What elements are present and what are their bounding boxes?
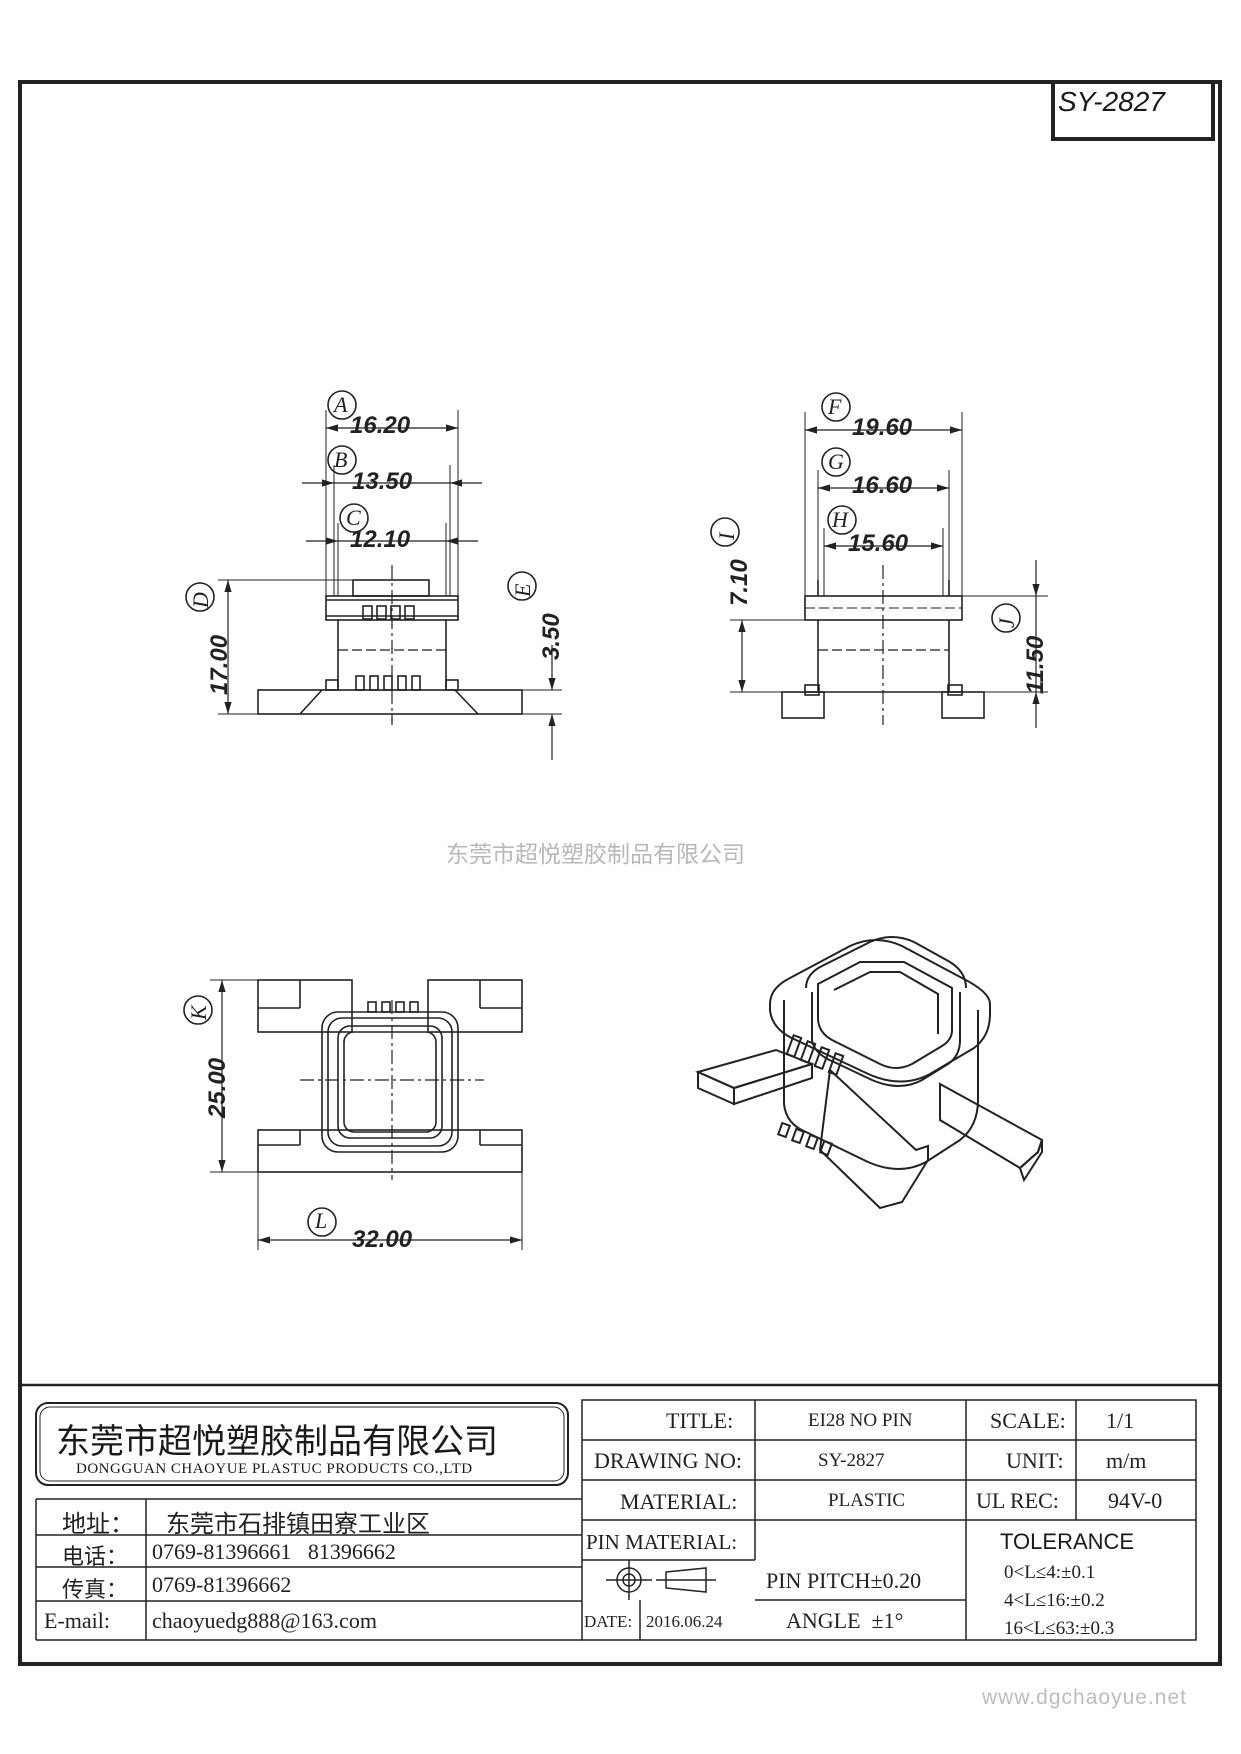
- side-view: [710, 392, 1048, 728]
- dim-J-value: 11.50: [1022, 635, 1049, 694]
- dim-E-value: 3.50: [538, 613, 565, 660]
- dim-F-value: 19.60: [852, 414, 913, 441]
- angle-tolerance: ANGLE ±1°: [786, 1608, 904, 1633]
- title-label: TITLE:: [666, 1408, 734, 1433]
- balloon-E: E: [510, 583, 535, 597]
- balloon-H: H: [832, 507, 848, 532]
- isometric-view: [695, 936, 1044, 1210]
- dim-B-value: 13.50: [352, 468, 413, 495]
- ul-rec-value: 94V-0: [1108, 1488, 1163, 1513]
- date-value: 2016.06.24: [646, 1612, 723, 1631]
- tolerance-line-2: 4<L≤16:±0.2: [1004, 1590, 1105, 1611]
- watermark: 东莞市超悦塑胶制品有限公司: [446, 841, 745, 867]
- address-value: 东莞市石排镇田寮工业区: [166, 1512, 430, 1538]
- email-label: E-mail:: [44, 1608, 110, 1633]
- drawing-code-box: [1051, 80, 1215, 141]
- title-value: EI28 NO PIN: [808, 1410, 913, 1431]
- dim-C-value: 12.10: [350, 526, 411, 553]
- scale-value: 1/1: [1106, 1408, 1135, 1433]
- balloon-C: C: [346, 505, 361, 530]
- material-label: MATERIAL:: [620, 1489, 738, 1514]
- email-value: chaoyuedg888@163.com: [152, 1608, 377, 1633]
- unit-label: UNIT:: [1006, 1448, 1064, 1473]
- balloon-A: A: [334, 392, 348, 417]
- fax-value: 0769-81396662: [152, 1572, 292, 1597]
- title-block: [35, 1399, 1197, 1641]
- address-label: 地址：: [62, 1512, 134, 1538]
- company-name-cn: 东莞市超悦塑胶制品有限公司: [56, 1424, 498, 1461]
- material-value: PLASTIC: [828, 1490, 906, 1511]
- drawing-code: SY-2827: [1058, 86, 1165, 117]
- tel-label: 电话：: [62, 1544, 129, 1569]
- fax-label: 传真：: [62, 1577, 129, 1602]
- scale-label: SCALE:: [990, 1408, 1066, 1433]
- balloon-J: J: [994, 618, 1019, 628]
- top-view: [183, 979, 523, 1250]
- tolerance-label: TOLERANCE: [1000, 1529, 1135, 1554]
- balloon-K: K: [186, 1005, 211, 1020]
- ul-rec-label: UL REC:: [976, 1488, 1059, 1513]
- pin-pitch: PIN PITCH±0.20: [766, 1568, 922, 1593]
- tolerance-line-1: 0<L≤4:±0.1: [1004, 1562, 1096, 1583]
- tolerance-line-3: 16<L≤63:±0.3: [1004, 1618, 1115, 1639]
- balloon-F: F: [828, 394, 842, 419]
- drawing-no-value: SY-2827: [818, 1450, 885, 1471]
- dim-D-value: 17.00: [206, 634, 233, 695]
- dim-H-value: 15.60: [848, 530, 909, 557]
- tel-value: 0769-81396661 81396662: [152, 1539, 396, 1564]
- front-view: [185, 390, 562, 760]
- dim-I-value: 7.10: [726, 559, 753, 606]
- company-name-en: DONGGUAN CHAOYUE PLASTUC PRODUCTS CO.,LT…: [76, 1461, 473, 1477]
- unit-value: m/m: [1106, 1448, 1147, 1473]
- drawing-no-label: DRAWING NO:: [594, 1448, 742, 1473]
- dim-G-value: 16.60: [852, 472, 913, 499]
- sheet-border: [18, 80, 1222, 1666]
- date-label: DATE:: [584, 1612, 633, 1631]
- balloon-D: D: [188, 592, 213, 608]
- dim-K-value: 25.00: [204, 1057, 231, 1118]
- pin-material-label: PIN MATERIAL:: [586, 1530, 738, 1554]
- dim-A-value: 16.20: [350, 412, 411, 439]
- website: www.dgchaoyue.net: [982, 1686, 1187, 1709]
- balloon-I: I: [714, 532, 739, 540]
- balloon-L: L: [315, 1208, 328, 1233]
- dim-L-value: 32.00: [352, 1226, 413, 1253]
- balloon-G: G: [828, 449, 844, 474]
- balloon-B: B: [334, 447, 348, 472]
